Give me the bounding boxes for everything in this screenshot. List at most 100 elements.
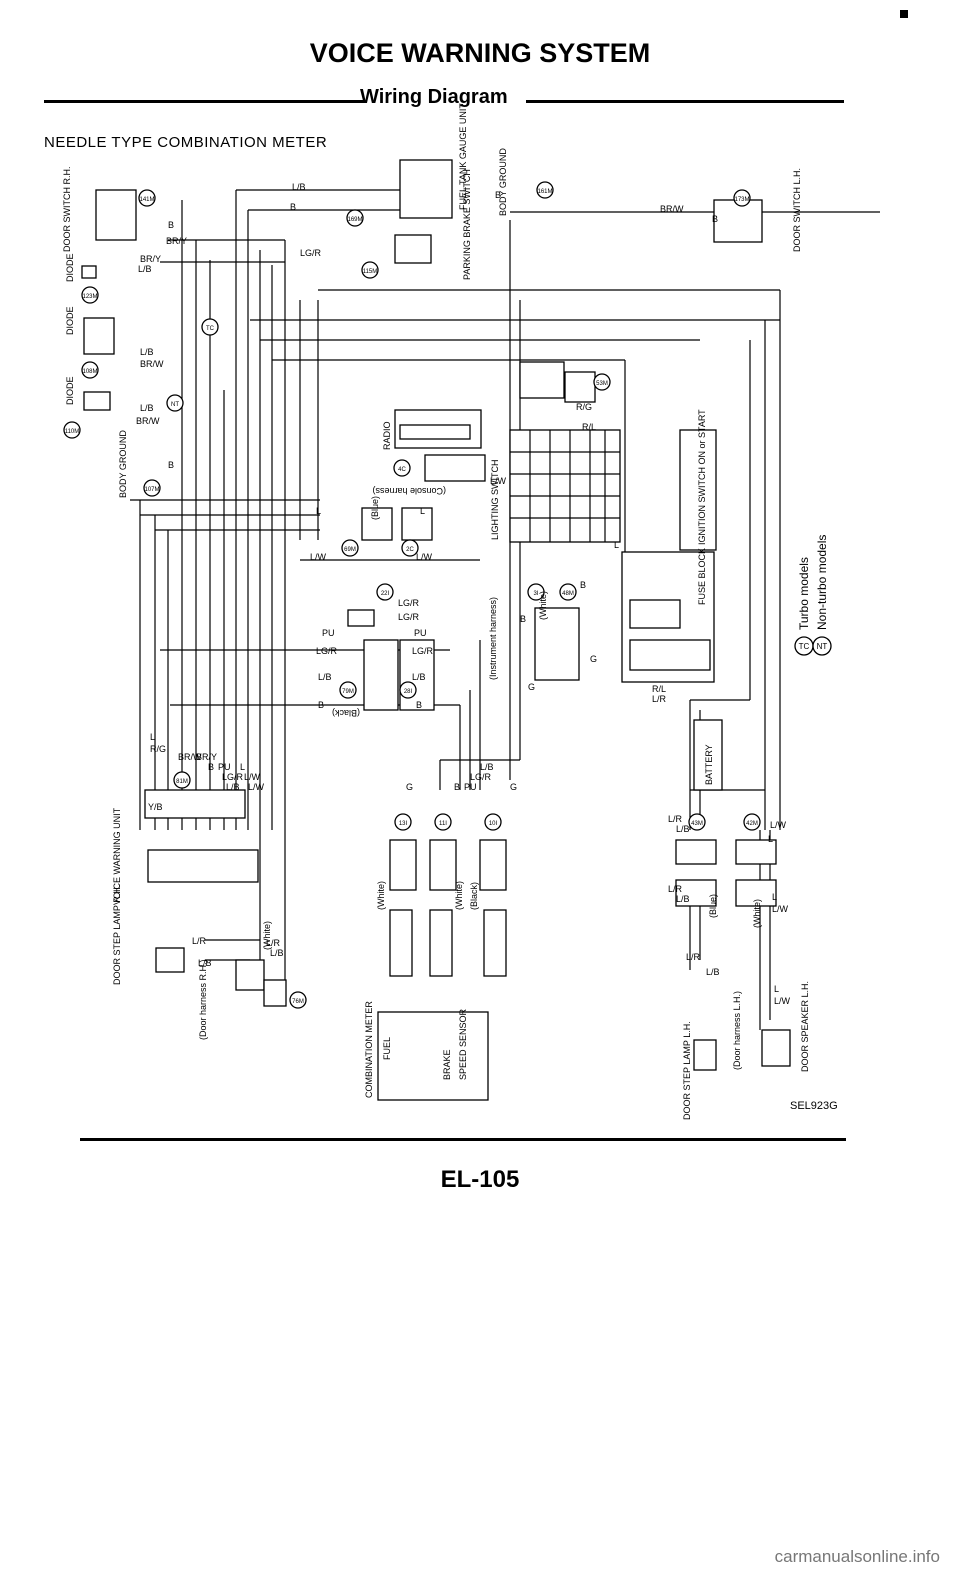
svg-text:B: B bbox=[416, 700, 422, 710]
svg-text:141M: 141M bbox=[139, 197, 154, 203]
title-rule-right bbox=[526, 100, 844, 103]
legend-tc-label: Turbo models bbox=[797, 557, 811, 630]
corner-marker bbox=[900, 10, 908, 18]
svg-text:B: B bbox=[454, 782, 460, 792]
svg-text:VOICE WARNING UNIT: VOICE WARNING UNIT bbox=[112, 807, 122, 905]
svg-text:BR/Y: BR/Y bbox=[140, 254, 161, 264]
svg-text:LIGHTING SWITCH: LIGHTING SWITCH bbox=[490, 460, 500, 541]
watermark: carmanualsonline.info bbox=[774, 1547, 940, 1566]
svg-text:COMBINATION METER: COMBINATION METER bbox=[364, 1001, 374, 1098]
footer-rule bbox=[80, 1138, 846, 1141]
connector-3i bbox=[534, 607, 580, 681]
svg-text:81M: 81M bbox=[176, 779, 188, 785]
svg-text:2C: 2C bbox=[406, 547, 414, 553]
svg-text:(Door harness L.H.): (Door harness L.H.) bbox=[732, 991, 742, 1070]
combination-meter-body bbox=[377, 1011, 489, 1101]
svg-text:G: G bbox=[528, 682, 535, 692]
svg-text:L/W: L/W bbox=[416, 552, 433, 562]
svg-text:G: G bbox=[406, 782, 413, 792]
svg-text:B: B bbox=[168, 460, 174, 470]
connector-11i bbox=[429, 839, 457, 891]
voice-warning-unit-body bbox=[147, 849, 259, 883]
svg-text:(Blue): (Blue) bbox=[708, 894, 718, 918]
svg-text:BODY GROUND: BODY GROUND bbox=[118, 430, 128, 498]
svg-text:LG/R: LG/R bbox=[222, 772, 244, 782]
color-labels: (White) (White) (White) (Black) (White) … bbox=[262, 496, 762, 950]
svg-text:4C: 4C bbox=[398, 467, 406, 473]
svg-text:BR/W: BR/W bbox=[136, 416, 160, 426]
svg-text:BR/W: BR/W bbox=[660, 204, 684, 214]
svg-text:L/B: L/B bbox=[138, 264, 152, 274]
meter-connector-b bbox=[429, 909, 453, 977]
svg-text:(White): (White) bbox=[538, 591, 548, 620]
svg-text:L: L bbox=[614, 540, 619, 550]
svg-text:B: B bbox=[168, 220, 174, 230]
svg-text:(Black): (Black) bbox=[469, 882, 479, 910]
wire-color-labels: L/B B B BR/Y BR/Y L/B L/B BR/W L/B BR/W … bbox=[136, 182, 791, 1006]
svg-text:L: L bbox=[420, 506, 425, 516]
model-legend: TC NT Turbo models Non-turbo models bbox=[792, 498, 832, 658]
svg-text:22I: 22I bbox=[381, 591, 390, 597]
svg-text:BRAKE: BRAKE bbox=[442, 1049, 452, 1080]
ignition-switch-body bbox=[679, 429, 717, 551]
svg-text:PU: PU bbox=[464, 782, 477, 792]
svg-text:L/R: L/R bbox=[686, 952, 701, 962]
svg-text:B: B bbox=[580, 580, 586, 590]
connector-76m bbox=[263, 979, 287, 1007]
svg-text:L/B: L/B bbox=[292, 182, 306, 192]
svg-text:LG/R: LG/R bbox=[398, 612, 420, 622]
svg-text:L/R: L/R bbox=[192, 936, 207, 946]
door-step-lamp-lh-body bbox=[693, 1039, 717, 1071]
svg-text:L/W: L/W bbox=[310, 552, 327, 562]
connector-42m bbox=[735, 839, 777, 865]
svg-text:PU: PU bbox=[218, 762, 231, 772]
svg-text:123M: 123M bbox=[82, 294, 97, 300]
svg-text:NT: NT bbox=[817, 642, 828, 651]
svg-text:L/W: L/W bbox=[248, 782, 265, 792]
svg-text:108M: 108M bbox=[82, 369, 97, 375]
svg-text:BR/W: BR/W bbox=[140, 359, 164, 369]
svg-text:L/B: L/B bbox=[412, 672, 426, 682]
svg-text:L: L bbox=[772, 892, 777, 902]
svg-text:LG/R: LG/R bbox=[316, 646, 338, 656]
svg-text:3I: 3I bbox=[533, 591, 538, 597]
section-heading: NEEDLE TYPE COMBINATION METER bbox=[44, 134, 328, 151]
door-harness-lh-connector-b bbox=[735, 879, 777, 907]
page-number: EL-105 bbox=[440, 1166, 520, 1193]
connector-door-rh bbox=[235, 959, 265, 991]
svg-text:DOOR STEP LAMP L.H.: DOOR STEP LAMP L.H. bbox=[682, 1021, 692, 1120]
svg-text:107M: 107M bbox=[144, 487, 159, 493]
svg-text:B: B bbox=[208, 762, 214, 772]
svg-text:FUEL: FUEL bbox=[382, 1037, 392, 1060]
legend-nt-symbol bbox=[812, 636, 832, 656]
svg-text:FUEL TANK GAUGE UNIT: FUEL TANK GAUGE UNIT bbox=[458, 103, 468, 210]
connector-53m bbox=[564, 371, 596, 403]
svg-text:DOOR SWITCH L.H.: DOOR SWITCH L.H. bbox=[792, 168, 802, 252]
svg-text:B: B bbox=[520, 614, 526, 624]
svg-text:DOOR SWITCH R.H.: DOOR SWITCH R.H. bbox=[62, 167, 72, 253]
meter-connector-a bbox=[389, 909, 413, 977]
lighting-switch-connector bbox=[519, 361, 565, 399]
svg-text:69M: 69M bbox=[344, 547, 356, 553]
radio-connector bbox=[399, 424, 471, 440]
svg-text:DIODE: DIODE bbox=[65, 376, 75, 405]
svg-text:L/B: L/B bbox=[480, 762, 494, 772]
svg-text:DIODE: DIODE bbox=[65, 306, 75, 335]
svg-text:NT: NT bbox=[171, 402, 179, 408]
svg-text:L: L bbox=[240, 762, 245, 772]
connector-79m bbox=[363, 639, 399, 711]
door-harness-lh-connector-a bbox=[675, 879, 717, 907]
svg-text:L/R: L/R bbox=[668, 884, 683, 894]
connector-81m bbox=[144, 789, 246, 819]
svg-text:SPEED SENSOR: SPEED SENSOR bbox=[458, 1008, 468, 1080]
legend-graphic: TC NT Turbo models Non-turbo models bbox=[794, 535, 832, 656]
svg-text:28I: 28I bbox=[404, 689, 413, 695]
parking-brake-body bbox=[394, 234, 432, 264]
svg-text:L/W: L/W bbox=[770, 820, 787, 830]
svg-text:53M: 53M bbox=[596, 381, 608, 387]
svg-text:B: B bbox=[290, 202, 296, 212]
svg-text:L: L bbox=[774, 984, 779, 994]
svg-text:79M: 79M bbox=[342, 689, 354, 695]
door-switch-rh-body bbox=[95, 189, 137, 241]
svg-text:B: B bbox=[495, 190, 501, 200]
